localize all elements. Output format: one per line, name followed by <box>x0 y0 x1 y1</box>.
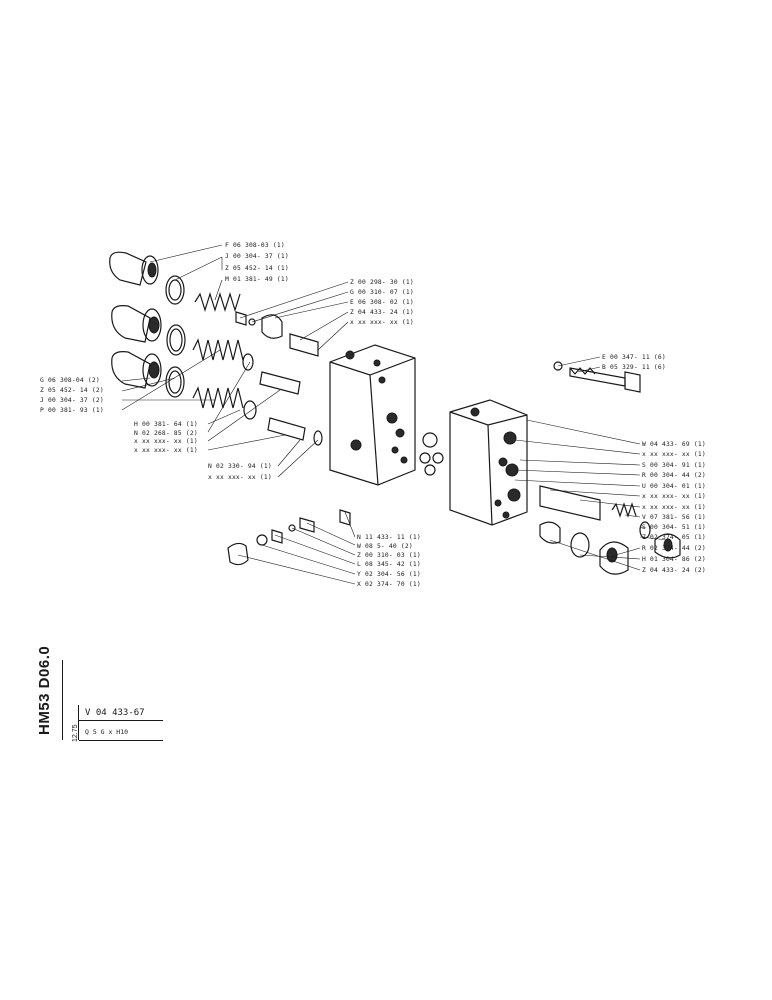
part-label: Z 00 298- 30 (1) <box>350 279 414 286</box>
drawing-code: HM53 D06.0 <box>36 645 53 735</box>
title-block-divider <box>78 705 79 740</box>
part-label: H 00 381- 64 (1) <box>134 421 198 428</box>
right-labels: W 04 433- 69 (1) x xx xxx- xx (1) S 00 3… <box>642 441 706 574</box>
part-label: x xx xxx- xx (1) <box>642 493 706 500</box>
part-label: x xx xxx- xx (1) <box>134 447 198 454</box>
leader-lines <box>121 244 669 585</box>
bottom-components <box>227 509 351 566</box>
part-label: x xx xxx- xx (1) <box>642 451 706 458</box>
part-label: J 00 304- 37 (1) <box>225 253 289 260</box>
part-label: H 01 304- 86 (2) <box>642 556 706 563</box>
part-label: Y 02 304- 56 (1) <box>357 571 421 578</box>
part-number: V 04 433-67 <box>85 708 145 718</box>
part-label: E 06 308- 02 (1) <box>350 299 414 306</box>
part-label: S 00 304- 51 (1) <box>642 524 706 531</box>
title-block-divider <box>62 660 63 740</box>
title-block: V 04 433-67 Q 5 G x H10 <box>79 705 163 741</box>
part-label: X 02 374- 70 (1) <box>357 581 421 588</box>
part-label: S 00 304- 91 (1) <box>642 462 706 469</box>
part-label: Z 04 433- 24 (2) <box>642 567 706 574</box>
part-label: W 04 433- 69 (1) <box>642 441 706 448</box>
part-label: B 05 329- 11 (6) <box>602 364 666 371</box>
right-valve-block <box>449 399 528 526</box>
part-label: x xx xxx- xx (1) <box>642 504 706 511</box>
part-label: F 06 308-03 (1) <box>225 242 285 249</box>
title-rule <box>79 720 163 721</box>
right-components <box>539 361 681 575</box>
part-description: Q 5 G x H10 <box>85 728 129 736</box>
title-rule <box>79 740 163 741</box>
part-label: P 00 381- 93 (1) <box>40 407 104 414</box>
part-label: Z 02 374- 05 (1) <box>642 534 706 541</box>
part-label: Z 00 310- 03 (1) <box>357 552 421 559</box>
part-label: Z 04 433- 24 (1) <box>350 309 414 316</box>
part-label: x xx xxx- xx (1) <box>208 474 272 481</box>
part-label: Z 05 452- 14 (2) <box>40 387 104 394</box>
part-label: L 08 345- 42 (1) <box>357 561 421 568</box>
right-top-labels: E 00 347- 11 (6) B 05 329- 11 (6) <box>602 354 666 371</box>
part-label: E 00 347- 11 (6) <box>602 354 666 361</box>
part-label: N 02 268- 85 (2) <box>134 430 198 437</box>
part-label: G 06 308-04 (2) <box>40 377 100 384</box>
part-label: R 00 304- 44 (2) <box>642 472 706 479</box>
bottom-labels: N 11 433- 11 (1) W 08 5- 40 (2) Z 00 310… <box>357 534 421 588</box>
part-label: R 02 374- 44 (2) <box>642 545 706 552</box>
part-label: V 07 381- 56 (1) <box>642 514 706 521</box>
part-label: N 02 330- 94 (1) <box>208 463 272 470</box>
part-label: Z 05 452- 14 (1) <box>225 265 289 272</box>
part-label: x xx xxx- xx (1) <box>350 319 414 326</box>
part-label: U 00 304- 01 (1) <box>642 483 706 490</box>
part-label: G 00 310- 07 (1) <box>350 289 414 296</box>
left-labels: F 06 308-03 (1) J 00 304- 37 (1) Z 05 45… <box>40 242 289 481</box>
part-label: M 01 381- 49 (1) <box>225 276 289 283</box>
part-label: N 11 433- 11 (1) <box>357 534 421 541</box>
part-label: x xx xxx- xx (1) <box>134 438 198 445</box>
left-components <box>109 251 323 446</box>
top-labels: Z 00 298- 30 (1) G 00 310- 07 (1) E 06 3… <box>350 279 414 326</box>
part-label: W 08 5- 40 (2) <box>357 543 413 550</box>
left-valve-block <box>329 344 444 486</box>
part-label: J 00 304- 37 (2) <box>40 397 104 404</box>
